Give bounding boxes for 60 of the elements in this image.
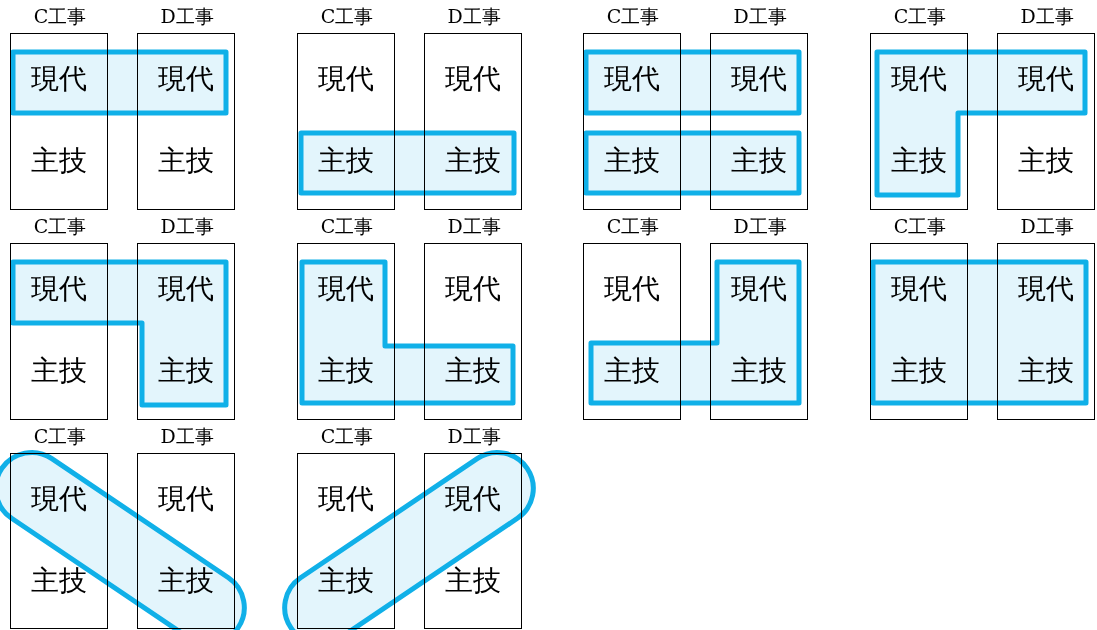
column-heading: C工事	[605, 4, 661, 28]
cell-text: 主技	[730, 144, 788, 178]
column-heading: D工事	[159, 214, 215, 238]
cell-text: 主技	[317, 564, 375, 598]
cell-text: 主技	[730, 354, 788, 388]
cell-text: 現代	[1017, 62, 1075, 96]
column-heading: C工事	[605, 214, 661, 238]
cell-text: 現代	[603, 272, 661, 306]
column-heading: D工事	[159, 4, 215, 28]
cell-text: 主技	[890, 144, 948, 178]
cell-text: 現代	[603, 62, 661, 96]
column-heading: D工事	[732, 4, 788, 28]
cell-text: 主技	[603, 354, 661, 388]
column-heading: C工事	[892, 214, 948, 238]
cell-text: 現代	[157, 62, 215, 96]
cell-text: 主技	[317, 354, 375, 388]
cell-text: 現代	[890, 62, 948, 96]
cell-text: 現代	[157, 272, 215, 306]
cell-text: 現代	[730, 62, 788, 96]
column-heading: C工事	[32, 424, 88, 448]
cell-text: 現代	[317, 62, 375, 96]
cell-text: 現代	[444, 482, 502, 516]
cell-text: 主技	[1017, 144, 1075, 178]
cell-text: 主技	[30, 564, 88, 598]
cell-text: 現代	[317, 272, 375, 306]
column-heading: D工事	[1019, 4, 1075, 28]
cell-text: 現代	[30, 272, 88, 306]
cell-text: 現代	[890, 272, 948, 306]
cell-text: 現代	[30, 482, 88, 516]
cell-text: 主技	[444, 354, 502, 388]
column-heading: C工事	[32, 214, 88, 238]
column-heading: D工事	[446, 424, 502, 448]
column-heading: D工事	[1019, 214, 1075, 238]
cell-text: 主技	[30, 144, 88, 178]
cell-text: 主技	[444, 564, 502, 598]
cell-text: 主技	[157, 564, 215, 598]
cell-text: 主技	[603, 144, 661, 178]
cell-text: 現代	[444, 62, 502, 96]
column-heading: D工事	[446, 4, 502, 28]
column-heading: D工事	[446, 214, 502, 238]
cell-text: 現代	[444, 272, 502, 306]
cell-text: 主技	[157, 144, 215, 178]
column-heading: C工事	[319, 424, 375, 448]
cell-text: 主技	[317, 144, 375, 178]
column-heading: C工事	[319, 214, 375, 238]
cell-text: 主技	[30, 354, 88, 388]
column-heading: D工事	[732, 214, 788, 238]
cell-text: 現代	[30, 62, 88, 96]
cell-text: 主技	[444, 144, 502, 178]
cell-text: 現代	[317, 482, 375, 516]
cell-text: 主技	[890, 354, 948, 388]
cell-text: 現代	[730, 272, 788, 306]
column-heading: D工事	[159, 424, 215, 448]
column-heading: C工事	[892, 4, 948, 28]
cell-text: 現代	[157, 482, 215, 516]
cell-text: 主技	[157, 354, 215, 388]
column-heading: C工事	[32, 4, 88, 28]
cell-text: 主技	[1017, 354, 1075, 388]
cell-text: 現代	[1017, 272, 1075, 306]
column-heading: C工事	[319, 4, 375, 28]
